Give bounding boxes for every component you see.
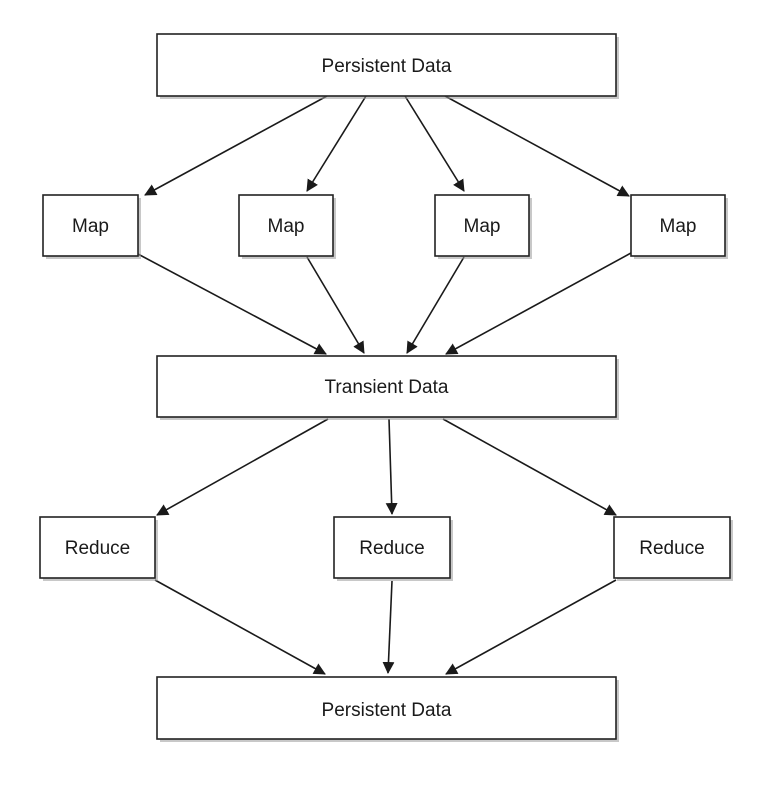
node-persistent-data-top: Persistent Data — [156, 33, 619, 99]
node-label: Reduce — [65, 538, 131, 559]
node-label: Reduce — [639, 538, 705, 559]
arrow-reduce-3-to-persistent-bottom — [445, 579, 617, 675]
arrow-reduce-2-to-persistent-bottom — [382, 580, 395, 674]
node-label: Transient Data — [325, 377, 449, 398]
edges-layer — [137, 95, 632, 675]
node-map-2: Map — [238, 194, 336, 259]
arrow-map-1-to-transient — [137, 253, 327, 355]
node-map-4: Map — [630, 194, 728, 259]
node-label: Map — [464, 216, 501, 237]
node-label: Map — [72, 216, 109, 237]
arrow-persistent-top-to-map-2 — [306, 95, 367, 192]
node-reduce-3: Reduce — [613, 516, 733, 581]
node-label: Map — [268, 216, 305, 237]
node-persistent-data-bottom: Persistent Data — [156, 676, 619, 742]
node-label: Persistent Data — [322, 56, 452, 77]
arrow-transient-to-reduce-3 — [442, 418, 617, 516]
arrow-persistent-top-to-map-4 — [444, 95, 630, 197]
node-transient-data: Transient Data — [156, 355, 619, 420]
arrow-map-2-to-transient — [306, 256, 365, 354]
node-map-1: Map — [42, 194, 141, 259]
arrow-transient-to-reduce-1 — [156, 418, 329, 516]
arrow-reduce-1-to-persistent-bottom — [154, 579, 326, 675]
node-label: Reduce — [359, 538, 425, 559]
node-label: Map — [660, 216, 697, 237]
arrow-persistent-top-to-map-1 — [144, 95, 328, 196]
arrow-map-3-to-transient — [406, 256, 465, 354]
node-label: Persistent Data — [322, 700, 452, 721]
arrow-transient-to-reduce-2 — [385, 418, 398, 515]
nodes-layer: Persistent Data Map Map Map Map — [39, 33, 733, 742]
node-map-3: Map — [434, 194, 532, 259]
node-reduce-1: Reduce — [39, 516, 158, 581]
arrow-persistent-top-to-map-3 — [404, 95, 465, 192]
node-reduce-2: Reduce — [333, 516, 453, 581]
arrow-map-4-to-transient — [445, 252, 632, 355]
